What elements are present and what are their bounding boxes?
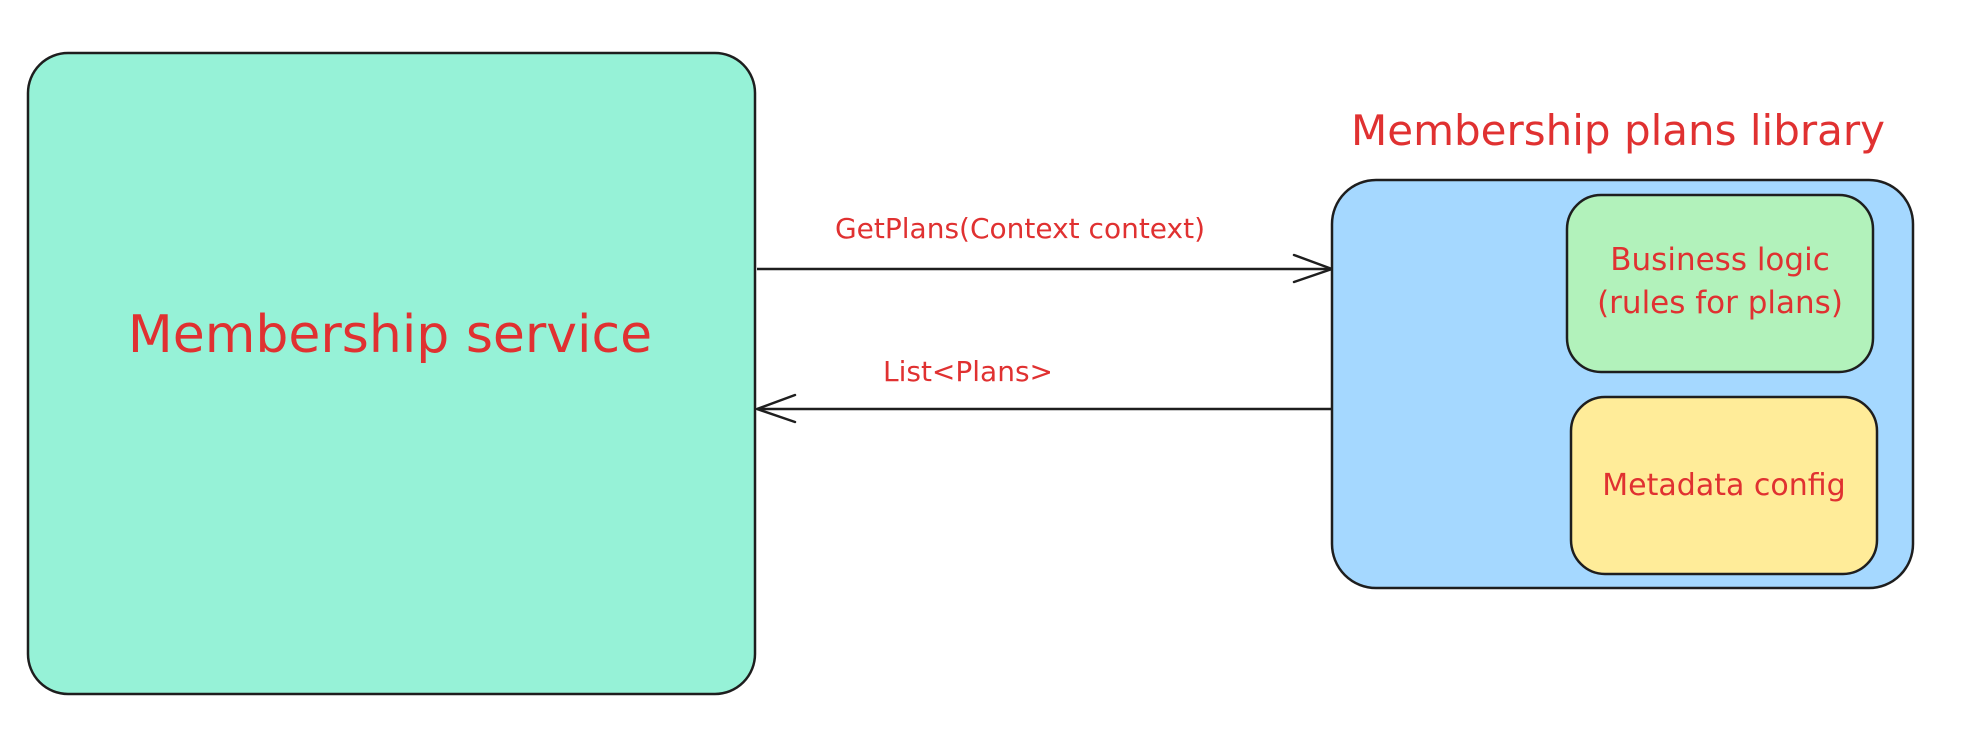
membership-plans-library-node[interactable]: Business logic (rules for plans) Metadat… <box>1330 178 1915 590</box>
business-logic-node[interactable]: Business logic (rules for plans) <box>1565 193 1875 374</box>
metadata-config-node[interactable]: Metadata config <box>1569 395 1879 576</box>
metadata-config-label: Metadata config <box>1602 468 1845 503</box>
request-arrow-label: GetPlans(Context context) <box>835 212 1205 245</box>
membership-service-label: Membership service <box>128 305 652 365</box>
request-arrow: GetPlans(Context context) <box>757 212 1334 284</box>
business-logic-box <box>1565 193 1875 374</box>
business-logic-label-line2: (rules for plans) <box>1597 285 1843 321</box>
metadata-config-box <box>1569 395 1879 576</box>
response-arrow-label: List<Plans> <box>883 355 1053 388</box>
library-title: Membership plans library <box>1351 106 1885 155</box>
response-arrow: List<Plans> <box>755 355 1332 424</box>
membership-service-node[interactable]: Membership service <box>26 51 757 696</box>
response-arrowhead <box>755 393 797 424</box>
business-logic-label-line1: Business logic <box>1610 242 1829 278</box>
membership-service-box <box>26 51 757 696</box>
